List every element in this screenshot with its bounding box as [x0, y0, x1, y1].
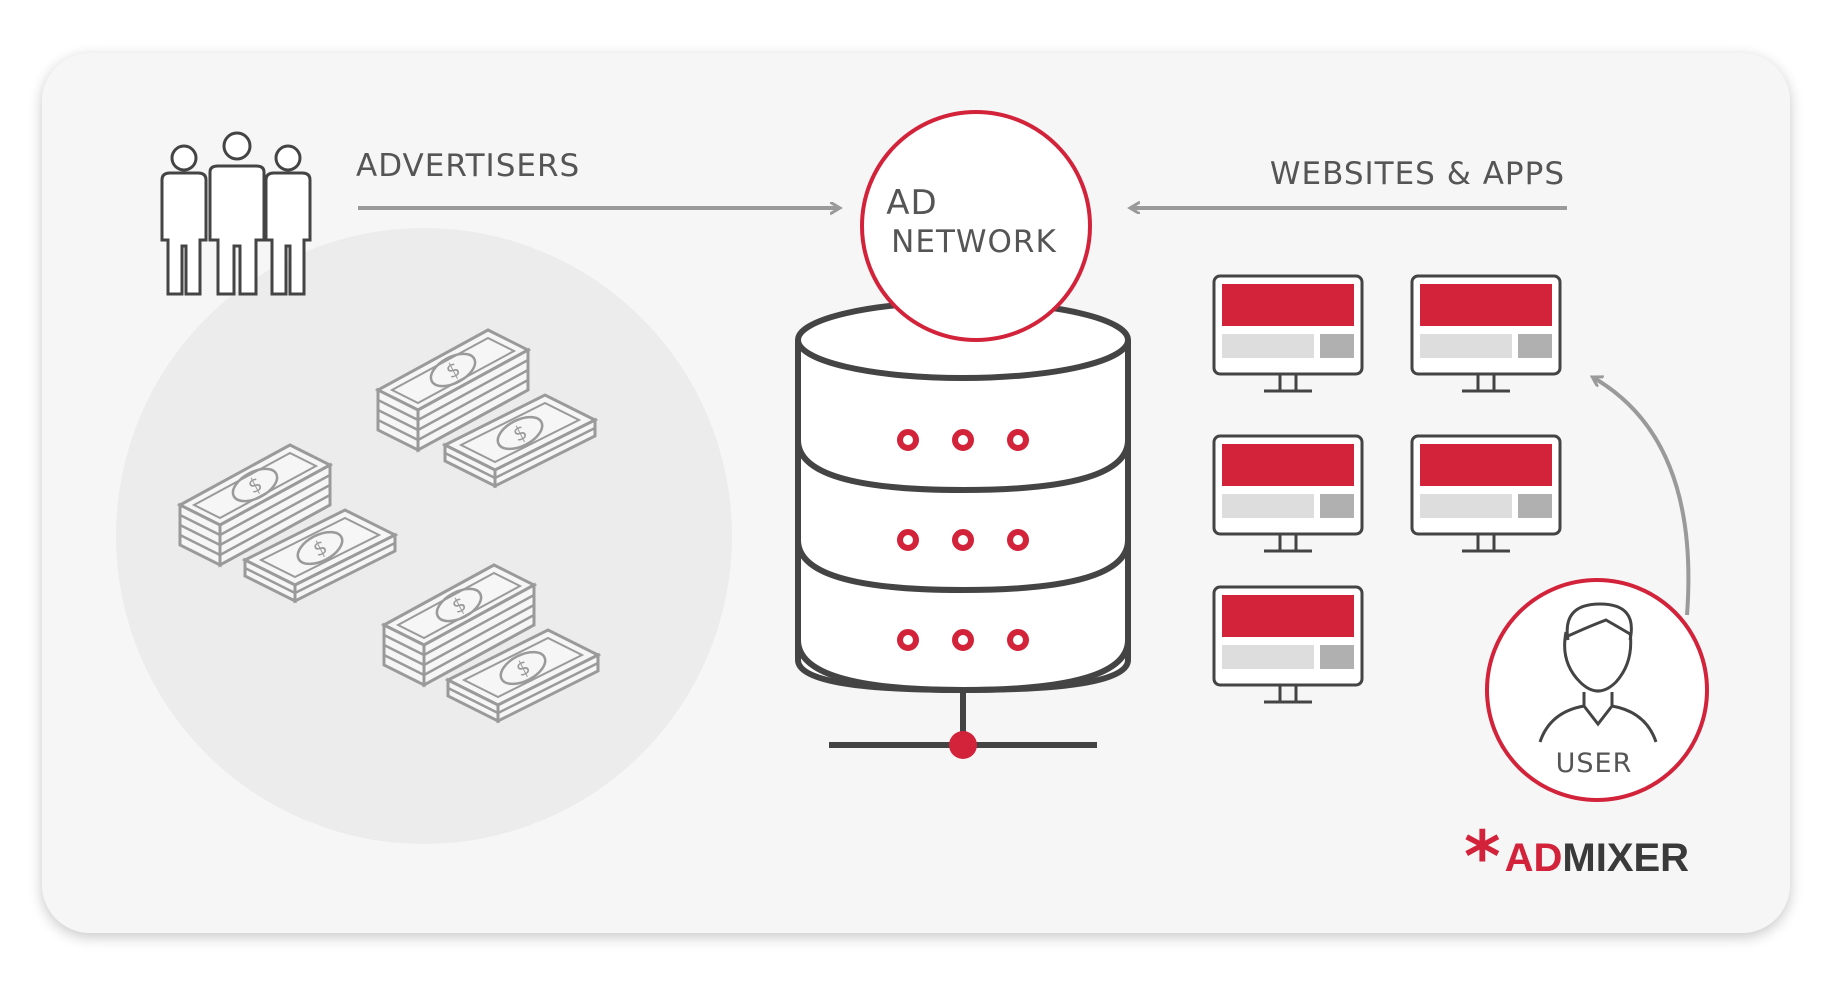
- admixer-logo: * AD MIXER: [1464, 815, 1690, 898]
- monitor-icon: [1410, 274, 1562, 393]
- monitor-icon: [1212, 585, 1364, 704]
- user-avatar-icon: [1538, 602, 1658, 743]
- database-server-icon: [795, 299, 1131, 759]
- user-arrow-icon: [1594, 378, 1691, 616]
- money-background-circle: [116, 228, 732, 844]
- people-group-icon: [160, 131, 312, 296]
- monitor-icon: [1212, 434, 1364, 553]
- advertisers-label: ADVERTISERS: [356, 148, 581, 184]
- monitor-icon: [1410, 434, 1562, 553]
- logo-asterisk-icon: *: [1464, 815, 1501, 898]
- logo-text-ad: AD: [1504, 836, 1563, 880]
- logo-text-mixer: MIXER: [1562, 836, 1690, 880]
- ad-network-circle: [860, 110, 1092, 342]
- user-label: USER: [1555, 748, 1633, 779]
- ad-network-label-line2: NETWORK: [891, 224, 1057, 260]
- monitor-icon: [1212, 274, 1364, 393]
- ad-network-label-line1: AD: [886, 183, 938, 223]
- websites-apps-label: WEBSITES & APPS: [1269, 156, 1565, 192]
